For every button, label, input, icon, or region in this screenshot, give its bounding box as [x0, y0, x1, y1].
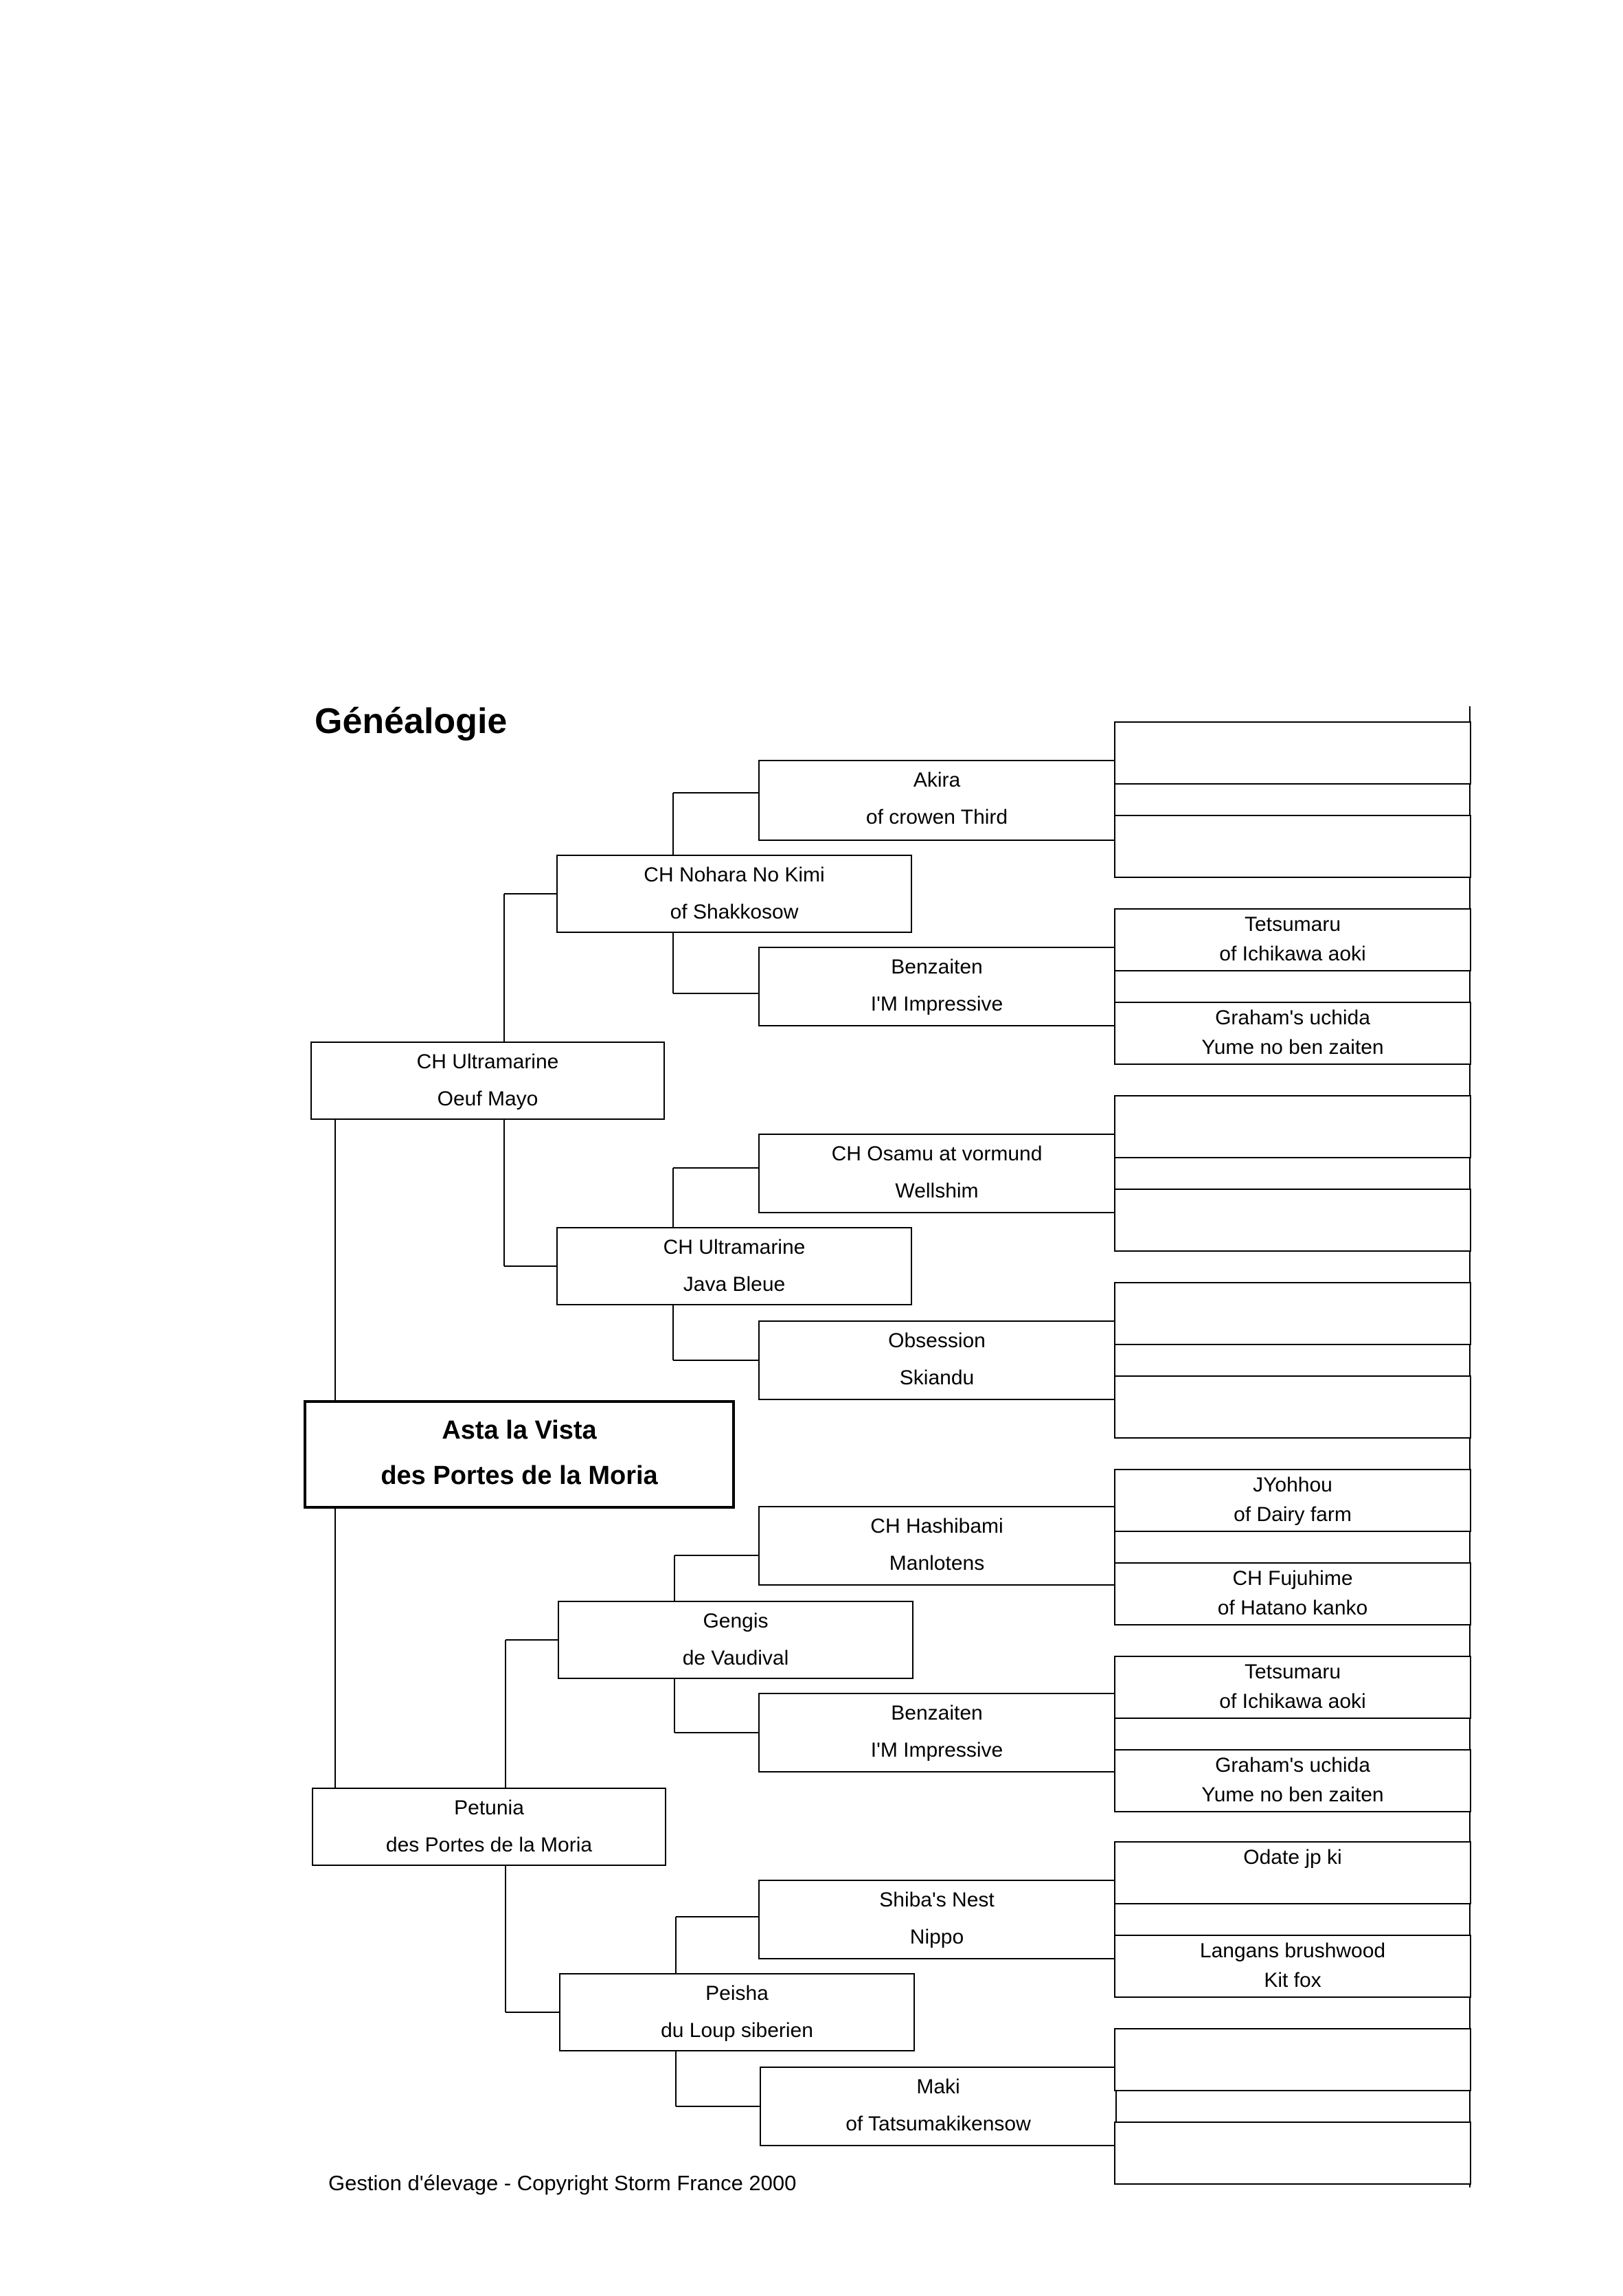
dam-dam-name: Peisha [705, 1982, 769, 2005]
ddd-kennel: of Tatsumakikensow [845, 2113, 1031, 2135]
dsds-name: Tetsumaru [1244, 1661, 1341, 1683]
dam-sire-kennel: de Vaudival [682, 1647, 789, 1669]
dam-name: Petunia [454, 1797, 524, 1819]
pedigree-box-dss: CH Hashibami Manlotens [758, 1506, 1115, 1586]
footer-copyright: Gestion d'élevage - Copyright Storm Fran… [328, 2171, 797, 2195]
sire-sire-kennel: of Shakkosow [670, 901, 799, 923]
sds-name: CH Osamu at vormund [831, 1143, 1043, 1165]
ssdd-kennel: Yume no ben zaiten [1201, 1036, 1384, 1059]
pedigree-box-ddss: Odate jp ki [1114, 1841, 1471, 1904]
dsss-name: JYohhou [1253, 1474, 1332, 1496]
pedigree-box-dssd: CH Fujuhime of Hatano kanko [1114, 1562, 1471, 1625]
dsdd-kennel: Yume no ben zaiten [1201, 1783, 1384, 1806]
pedigree-box-sdsd [1114, 1189, 1471, 1252]
ddd-name: Maki [916, 2075, 960, 2098]
pedigree-box-dddd [1114, 2121, 1471, 2185]
sire-name: CH Ultramarine [416, 1050, 559, 1073]
sire-sire-name: CH Nohara No Kimi [644, 864, 825, 886]
pedigree-box-sds: CH Osamu at vormund Wellshim [758, 1134, 1115, 1213]
pedigree-box-dsds: Tetsumaru of Ichikawa aoki [1114, 1656, 1471, 1719]
pedigree-box-dsd: Benzaiten I'M Impressive [758, 1693, 1115, 1772]
pedigree-box-dam: Petunia des Portes de la Moria [312, 1788, 666, 1866]
dam-sire-name: Gengis [703, 1610, 769, 1632]
dss-kennel: Manlotens [889, 1552, 985, 1575]
subject-kennel: des Portes de la Moria [381, 1461, 658, 1490]
pedigree-box-dam-dam: Peisha du Loup siberien [559, 1973, 915, 2051]
pedigree-box-ssdd: Graham's uchida Yume no ben zaiten [1114, 1002, 1471, 1065]
pedigree-box-sire-sire: CH Nohara No Kimi of Shakkosow [556, 855, 912, 933]
pedigree-box-sdds [1114, 1282, 1471, 1345]
ssdd-name: Graham's uchida [1215, 1006, 1370, 1029]
pedigree-box-ssd: Benzaiten I'M Impressive [758, 947, 1115, 1026]
dsss-kennel: of Dairy farm [1234, 1503, 1352, 1526]
pedigree-box-dsdd: Graham's uchida Yume no ben zaiten [1114, 1749, 1471, 1812]
dds-kennel: Nippo [909, 1926, 964, 1948]
pedigree-box-dsss: JYohhou of Dairy farm [1114, 1469, 1471, 1532]
ssd-kennel: I'M Impressive [870, 993, 1003, 1015]
subject-name: Asta la Vista [442, 1416, 597, 1445]
pedigree-box-ddds [1114, 2028, 1471, 2091]
dsdd-name: Graham's uchida [1215, 1754, 1370, 1777]
ddsd-kennel: Kit fox [1264, 1969, 1321, 1992]
pedigree-box-ssss [1114, 721, 1471, 785]
sdd-kennel: Skiandu [899, 1366, 975, 1389]
ssds-name: Tetsumaru [1244, 913, 1341, 936]
pedigree-box-sdss [1114, 1095, 1471, 1158]
pedigree-box-sss: Akira of crowen Third [758, 760, 1115, 841]
pedigree-box-ddsd: Langans brushwood Kit fox [1114, 1935, 1471, 1998]
sdd-name: Obsession [888, 1329, 986, 1352]
page-title: Généalogie [315, 701, 508, 741]
ddsd-name: Langans brushwood [1199, 1939, 1386, 1962]
sire-dam-kennel: Java Bleue [683, 1273, 786, 1296]
dssd-kennel: of Hatano kanko [1217, 1597, 1368, 1619]
pedigree-box-dam-sire: Gengis de Vaudival [558, 1601, 913, 1679]
dds-name: Shiba's Nest [879, 1889, 995, 1911]
sire-kennel: Oeuf Mayo [437, 1088, 538, 1110]
ssds-kennel: of Ichikawa aoki [1219, 943, 1366, 965]
pedigree-box-sire-dam: CH Ultramarine Java Bleue [556, 1227, 912, 1305]
dam-kennel: des Portes de la Moria [385, 1834, 593, 1856]
sire-dam-name: CH Ultramarine [663, 1236, 806, 1259]
sss-name: Akira [913, 769, 961, 791]
pedigree-box-dds: Shiba's Nest Nippo [758, 1880, 1115, 1959]
pedigree-box-sssd [1114, 815, 1471, 878]
dsd-name: Benzaiten [891, 1702, 983, 1724]
dsd-kennel: I'M Impressive [870, 1739, 1003, 1762]
ddss-name: Odate jp ki [1243, 1846, 1342, 1869]
sss-kennel: of crowen Third [865, 806, 1008, 829]
pedigree-box-ddd: Maki of Tatsumakikensow [760, 2067, 1117, 2146]
ssd-name: Benzaiten [891, 956, 983, 978]
dam-dam-kennel: du Loup siberien [661, 2019, 813, 2042]
pedigree-box-sddd [1114, 1375, 1471, 1439]
pedigree-box-ssds: Tetsumaru of Ichikawa aoki [1114, 908, 1471, 971]
pedigree-box-sdd: Obsession Skiandu [758, 1320, 1115, 1400]
pedigree-box-sire: CH Ultramarine Oeuf Mayo [310, 1042, 665, 1120]
dsds-kennel: of Ichikawa aoki [1219, 1690, 1366, 1713]
pedigree-box-subject: Asta la Vista des Portes de la Moria [304, 1400, 735, 1509]
dss-name: CH Hashibami [870, 1515, 1003, 1538]
sds-kennel: Wellshim [895, 1180, 979, 1202]
dssd-name: CH Fujuhime [1232, 1567, 1353, 1590]
